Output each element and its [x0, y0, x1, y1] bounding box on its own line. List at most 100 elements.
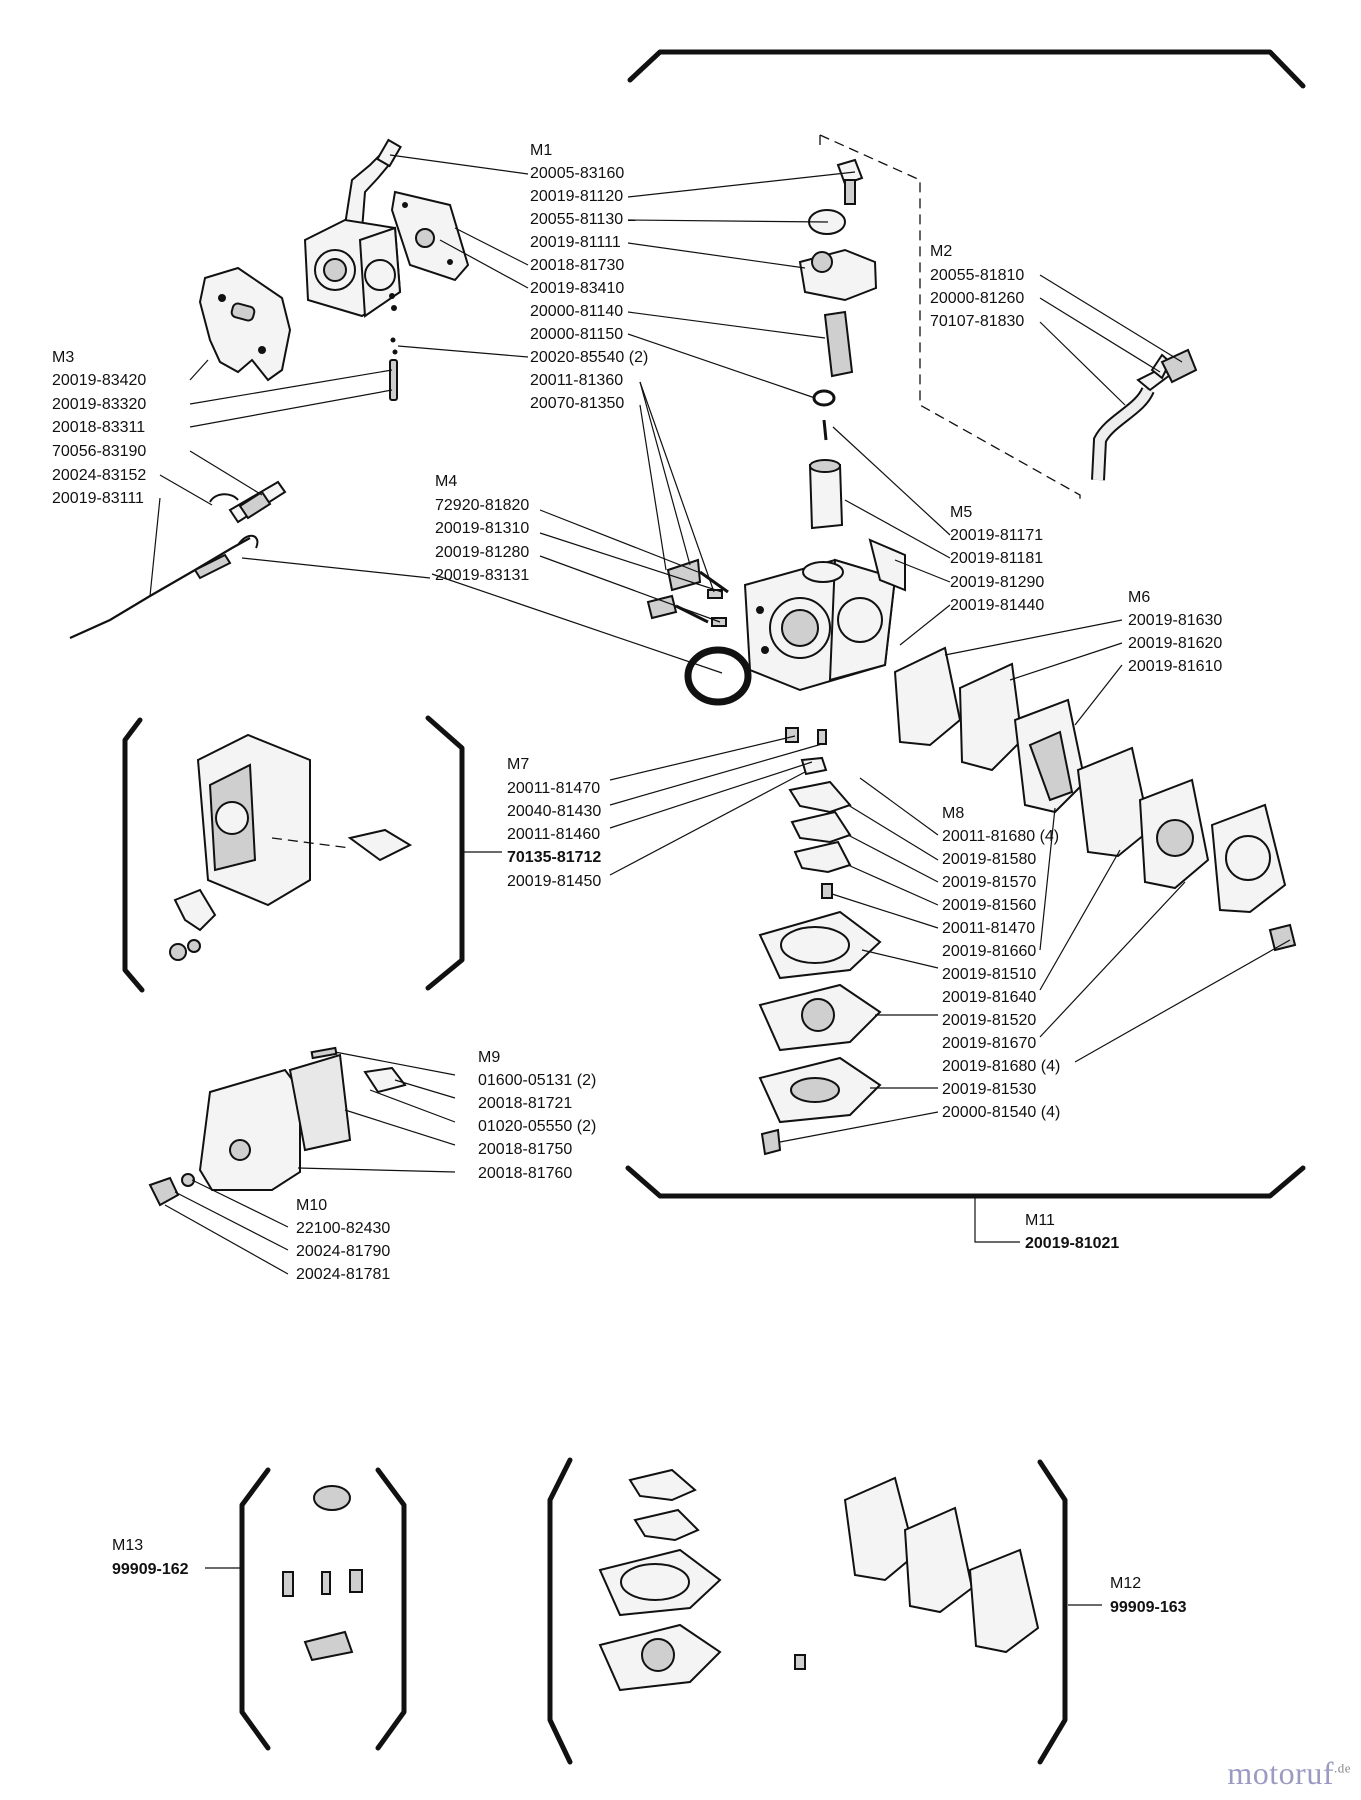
part-number: 20019-81290 — [950, 574, 1044, 591]
group-id: M5 — [950, 504, 972, 521]
group-m12: M12 99909-163 — [1110, 1575, 1187, 1616]
part-number: 20019-83320 — [52, 396, 146, 413]
leader-lines — [149, 154, 1291, 1606]
metering-parts-drawing — [758, 727, 882, 1156]
part-number: 20005-83160 — [530, 165, 624, 182]
group-id: M7 — [507, 756, 529, 773]
needle-valve-drawing — [646, 558, 729, 627]
part-number: 20018-81750 — [478, 1141, 572, 1158]
part-number: 20019-81310 — [435, 520, 529, 537]
part-number: 20000-81150 — [530, 326, 623, 343]
watermark-tld: .de — [1333, 1760, 1351, 1776]
part-number: 20019-83131 — [435, 567, 529, 584]
group-id: M8 — [942, 805, 964, 822]
m12-bracket — [547, 1457, 1068, 1765]
part-number: 20019-81640 — [942, 989, 1036, 1006]
group-id: M12 — [1110, 1575, 1141, 1592]
part-number: 70056-83190 — [52, 443, 146, 460]
part-number: 20055-81810 — [930, 267, 1024, 284]
part-number: 20018-81760 — [478, 1165, 572, 1182]
watermark-name: motoruf — [1227, 1755, 1334, 1791]
part-number: 20019-81021 — [1025, 1235, 1119, 1252]
part-number: 20019-83420 — [52, 372, 146, 389]
group-m4: M4 72920-81820 20019-81310 20019-81280 2… — [435, 473, 529, 584]
carburetor-body-drawing — [743, 538, 906, 692]
part-number: 20019-81450 — [507, 873, 601, 890]
carburetor-assembly-drawing — [303, 138, 470, 318]
m12-parts-drawing — [598, 1468, 1040, 1692]
o-ring-drawing — [684, 646, 752, 706]
part-number: 20019-81530 — [942, 1081, 1036, 1098]
m7-bracket — [122, 715, 465, 993]
part-number: 20024-81781 — [296, 1266, 390, 1283]
throttle-stack-drawing — [798, 158, 878, 530]
part-number: 20070-81350 — [530, 395, 624, 412]
part-number: 20019-81181 — [950, 550, 1043, 567]
insulator-plate-drawing — [198, 266, 292, 382]
group-m8: M8 20011-81680 (4) 20019-81580 20019-815… — [942, 805, 1060, 1121]
group-m7: M7 20011-81470 20040-81430 20011-81460 7… — [507, 756, 601, 890]
part-number: 20019-81111 — [530, 234, 621, 251]
part-number: 20019-81280 — [435, 544, 529, 561]
part-number: 01600-05131 (2) — [478, 1072, 596, 1089]
group-id: M9 — [478, 1049, 500, 1066]
group-id: M4 — [435, 473, 457, 490]
part-number: 20000-81260 — [930, 290, 1024, 307]
part-number: 20020-85540 (2) — [530, 349, 648, 366]
pump-diaphragm-stack-drawing — [893, 646, 1297, 952]
group-m9: M9 01600-05131 (2) 20018-81721 01020-055… — [478, 1049, 596, 1182]
part-number: 20019-81560 — [942, 897, 1036, 914]
m13-parts-drawing — [282, 1485, 363, 1662]
part-number: 20011-81470 — [507, 780, 600, 797]
part-number: 20019-81580 — [942, 851, 1036, 868]
group-id: M3 — [52, 349, 74, 366]
group-m3: M3 20019-83420 20019-83320 20018-83311 7… — [52, 349, 146, 507]
part-number: 20019-83111 — [52, 490, 144, 507]
group-m6: M6 20019-81630 20019-81620 20019-81610 — [1128, 589, 1222, 675]
part-number: 20019-81670 — [942, 1035, 1036, 1052]
air-filter-drawing — [148, 1046, 407, 1207]
throttle-dashed-frame — [819, 134, 1081, 500]
part-number: 20011-81360 — [530, 372, 623, 389]
part-number: 20019-81680 (4) — [942, 1058, 1060, 1075]
group-id: M1 — [530, 142, 552, 159]
part-number: 20019-81570 — [942, 874, 1036, 891]
group-id: M13 — [112, 1537, 143, 1554]
throttle-cable-drawing — [69, 480, 287, 640]
part-number: 20019-81171 — [950, 527, 1043, 544]
part-number: 20019-81630 — [1128, 612, 1222, 629]
group-m10: M10 22100-82430 20024-81790 20024-81781 — [296, 1197, 390, 1283]
part-number: 20019-81120 — [530, 188, 623, 205]
fuel-tube-drawing — [1091, 348, 1198, 481]
part-number: 20011-81460 — [507, 826, 600, 843]
watermark-logo: motoruf.de — [1227, 1755, 1351, 1792]
part-number: 20000-81140 — [530, 303, 623, 320]
group-m11: M11 20019-81021 — [1025, 1212, 1119, 1252]
part-number: 20019-81440 — [950, 597, 1044, 614]
part-number: 01020-05550 (2) — [478, 1118, 596, 1135]
group-id: M2 — [930, 243, 952, 260]
group-id: M10 — [296, 1197, 327, 1214]
group-m5: M5 20019-81171 20019-81181 20019-81290 2… — [950, 504, 1044, 614]
part-number: 70135-81712 — [507, 849, 601, 866]
kit-bracket-m11 — [625, 49, 1306, 1199]
group-m1: M1 20005-83160 20019-81120 20055-81130 2… — [530, 142, 648, 412]
part-number: 72920-81820 — [435, 497, 529, 514]
m13-bracket — [239, 1467, 407, 1751]
part-number: 20019-81610 — [1128, 658, 1222, 675]
part-number: 20019-81660 — [942, 943, 1036, 960]
group-id: M11 — [1025, 1212, 1055, 1229]
part-number: 20024-83152 — [52, 467, 146, 484]
part-number: 70107-81830 — [930, 313, 1024, 330]
part-number: 20019-81520 — [942, 1012, 1036, 1029]
part-number: 20011-81470 — [942, 920, 1035, 937]
part-number: 20040-81430 — [507, 803, 601, 820]
part-number: 20055-81130 — [530, 211, 623, 228]
part-number: 20019-81620 — [1128, 635, 1222, 652]
part-number: 20011-81680 (4) — [942, 828, 1059, 845]
part-number: 99909-162 — [112, 1561, 189, 1578]
part-number: 99909-163 — [1110, 1599, 1187, 1616]
part-number: 20000-81540 (4) — [942, 1104, 1060, 1121]
group-id: M6 — [1128, 589, 1150, 606]
